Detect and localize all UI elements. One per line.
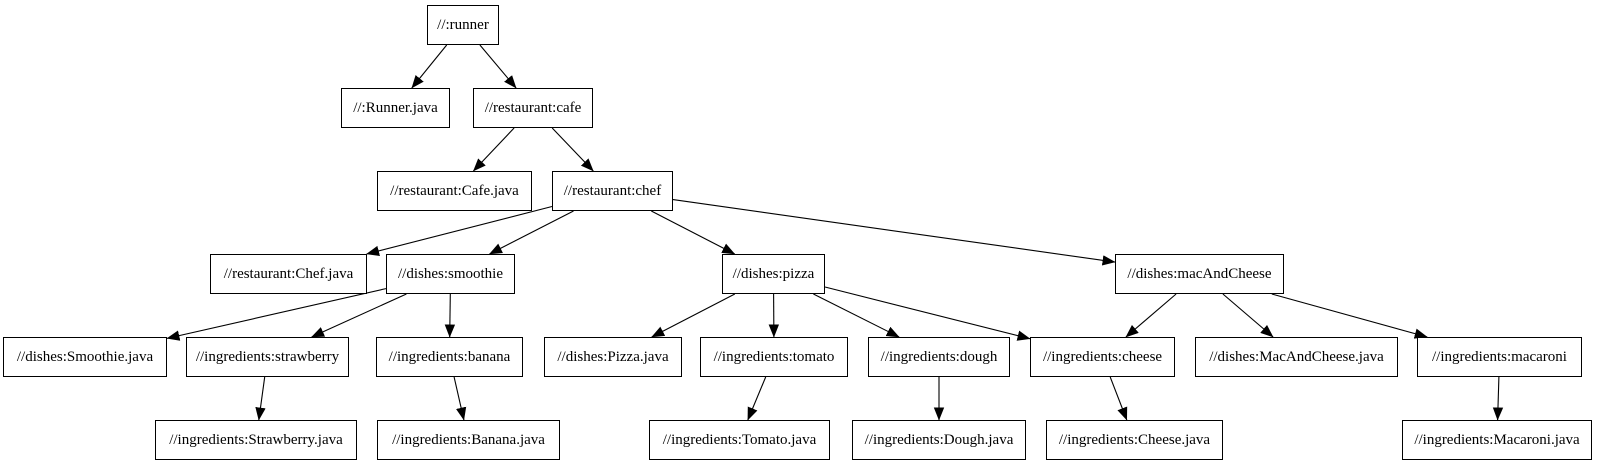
graph-node-macaroni-java: //ingredients:Macaroni.java — [1402, 420, 1592, 460]
graph-edge-chef-to-mac-and-cheese — [672, 199, 1116, 266]
graph-node-tomato: //ingredients:tomato — [700, 337, 848, 377]
graph-node-cafe-java: //restaurant:Cafe.java — [377, 171, 532, 211]
graph-node-runner-java: //:Runner.java — [341, 88, 450, 128]
graph-node-chef: //restaurant:chef — [552, 171, 673, 211]
graph-node-runner: //:runner — [427, 5, 499, 45]
graph-node-banana: //ingredients:banana — [376, 337, 523, 377]
graph-edge-macaroni-to-macaroni-java — [1492, 376, 1504, 421]
graph-node-chef-java: //restaurant:Chef.java — [210, 254, 367, 294]
graph-node-cheese: //ingredients:cheese — [1030, 337, 1175, 377]
graph-edge-chef-to-smoothie — [489, 210, 574, 255]
graph-edge-banana-to-banana-java — [453, 376, 467, 421]
graph-edge-tomato-to-tomato-java — [747, 376, 767, 421]
graph-edge-chef-to-pizza — [651, 210, 736, 255]
graph-edge-pizza-to-cheese — [824, 286, 1031, 341]
graph-edge-cheese-to-cheese-java — [1109, 376, 1128, 421]
graph-node-banana-java: //ingredients:Banana.java — [377, 420, 560, 460]
graph-edge-smoothie-to-strawberry — [311, 293, 407, 338]
graph-node-cheese-java: //ingredients:Cheese.java — [1046, 420, 1223, 460]
graph-edge-chef-to-chef-java — [366, 205, 553, 256]
graph-node-pizza-java: //dishes:Pizza.java — [544, 337, 682, 377]
graph-edge-pizza-to-dough — [813, 293, 900, 338]
graph-node-strawberry-java: //ingredients:Strawberry.java — [155, 420, 357, 460]
graph-node-dough: //ingredients:dough — [868, 337, 1010, 377]
graph-node-macaroni: //ingredients:macaroni — [1417, 337, 1582, 377]
graph-node-tomato-java: //ingredients:Tomato.java — [649, 420, 830, 460]
graph-edge-smoothie-to-smoothie-java — [166, 288, 387, 341]
graph-edge-runner-to-cafe — [479, 44, 517, 89]
graph-node-mac-java: //dishes:MacAndCheese.java — [1195, 337, 1398, 377]
graph-node-strawberry: //ingredients:strawberry — [186, 337, 349, 377]
graph-node-mac-and-cheese: //dishes:macAndCheese — [1115, 254, 1284, 294]
graph-edge-cafe-to-cafe-java — [473, 127, 515, 172]
graph-edge-mac-and-cheese-to-macaroni — [1271, 293, 1428, 339]
graph-edge-strawberry-to-strawberry-java — [255, 376, 266, 421]
graph-edge-runner-to-runner-java — [411, 44, 448, 89]
graph-edge-cafe-to-chef — [551, 127, 594, 172]
graph-edge-pizza-to-pizza-java — [651, 293, 736, 338]
graph-edge-mac-and-cheese-to-cheese — [1125, 293, 1177, 338]
graph-node-cafe: //restaurant:cafe — [473, 88, 593, 128]
graph-edge-mac-and-cheese-to-mac-java — [1222, 293, 1274, 338]
graph-node-pizza: //dishes:pizza — [722, 254, 825, 294]
graph-node-smoothie-java: //dishes:Smoothie.java — [3, 337, 167, 377]
graph-node-smoothie: //dishes:smoothie — [386, 254, 515, 294]
graph-edge-smoothie-to-banana — [444, 293, 456, 338]
graph-node-dough-java: //ingredients:Dough.java — [852, 420, 1026, 460]
